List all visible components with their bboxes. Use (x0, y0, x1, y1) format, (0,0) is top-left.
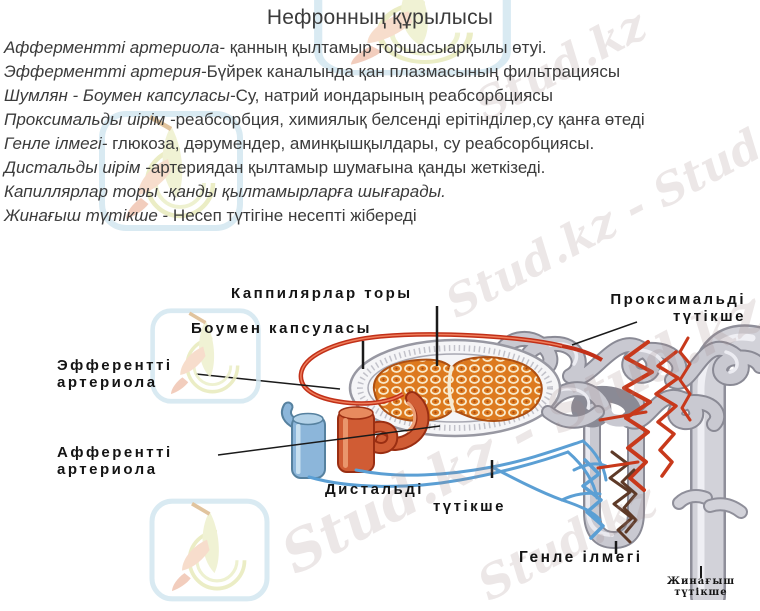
label-line: артериола (57, 461, 158, 478)
blue-vessel-stub (280, 401, 326, 479)
description-line: Дистальды иірім -артериядан қылтамыр шум… (4, 156, 756, 180)
line-lead: Эфферментті артерия- (4, 62, 207, 81)
label-proximal-tubule: Проксимальді түтікше (610, 291, 746, 325)
description-line: Проксимальды иірім -реабсорбция, химиялы… (4, 108, 756, 132)
line-rest: қанның қылтамыр торшасыарқылы өтуі. (224, 38, 547, 57)
capsule-exit-tube-fill (543, 407, 603, 427)
description-line: Эфферментті артерия-Бүйрек каналында қан… (4, 60, 756, 84)
line-rest: глюкоза, дәрумендер, аминқышқылдары, су … (107, 134, 595, 153)
label-line: түтікше (432, 498, 506, 515)
line-rest: реабсорбция, химиялық белсенді ерітінділ… (175, 110, 645, 129)
label-bowman-capsule: Боумен капсуласы (191, 320, 372, 337)
label-line: Проксимальді (610, 291, 746, 308)
label-efferent-arteriole: Эфферентті артериола (57, 357, 173, 391)
label-capillary-network: Каппилярлар торы (231, 285, 413, 302)
description-line: Капиллярлар торы -қанды қылтамырларға шы… (4, 180, 756, 204)
description-line: Афферментті артериола- қанның қылтамыр т… (4, 36, 756, 60)
page-title: Нефронның құрылысы (266, 6, 494, 29)
label-line: артериола (57, 374, 158, 391)
line-lead: Дистальды иірім - (4, 158, 151, 177)
description-line: Шумлян - Боумен капсуласы-Су, натрий ион… (4, 84, 756, 108)
line-rest: - Несеп түтігіне несепті жібереді (157, 206, 417, 225)
label-line: түтікше (674, 587, 728, 598)
label-line: Дистальді (325, 481, 424, 498)
label-line: Афферентті (57, 444, 173, 461)
line-lead: Жинағыш түтікше (4, 206, 158, 225)
red-vessel-stub (337, 406, 399, 473)
line-rest: Бүйрек каналында қан плазмасының фильтра… (206, 62, 621, 81)
label-distal-tubule: Дистальді түтікше (325, 481, 506, 515)
label-line: Жинағыш (666, 576, 736, 587)
capillary-network-red (596, 336, 692, 544)
description-line: Генле ілмегі- глюкоза, дәрумендер, аминқ… (4, 132, 756, 156)
line-lead: Афферментті артериола- (4, 38, 225, 57)
efferent-arteriole-loop (298, 332, 604, 406)
label-line: түтікше (672, 308, 746, 325)
label-collecting-duct: Жинағыш түтікше (656, 576, 746, 598)
description-line: Жинағыш түтікше - Несеп түтігіне несепті… (4, 204, 756, 228)
line-lead: Проксимальды иірім - (4, 110, 176, 129)
line-rest: артериядан қылтамыр шумағына қанды жеткі… (150, 158, 546, 177)
line-lead: Генле ілмегі- (4, 134, 108, 153)
description-list: Афферментті артериола- қанның қылтамыр т… (4, 36, 756, 228)
label-afferent-arteriole: Афферентті артериола (57, 444, 173, 478)
line-lead: Шумлян - Боумен капсуласы- (4, 86, 236, 105)
label-henle-loop: Генле ілмегі (519, 549, 643, 566)
label-line: Эфферентті (57, 357, 173, 374)
line-rest: Су, натрий иондарының реабсорбциясы (235, 86, 554, 105)
line-lead: Капиллярлар торы -қанды қылтамырларға шы… (4, 182, 446, 201)
